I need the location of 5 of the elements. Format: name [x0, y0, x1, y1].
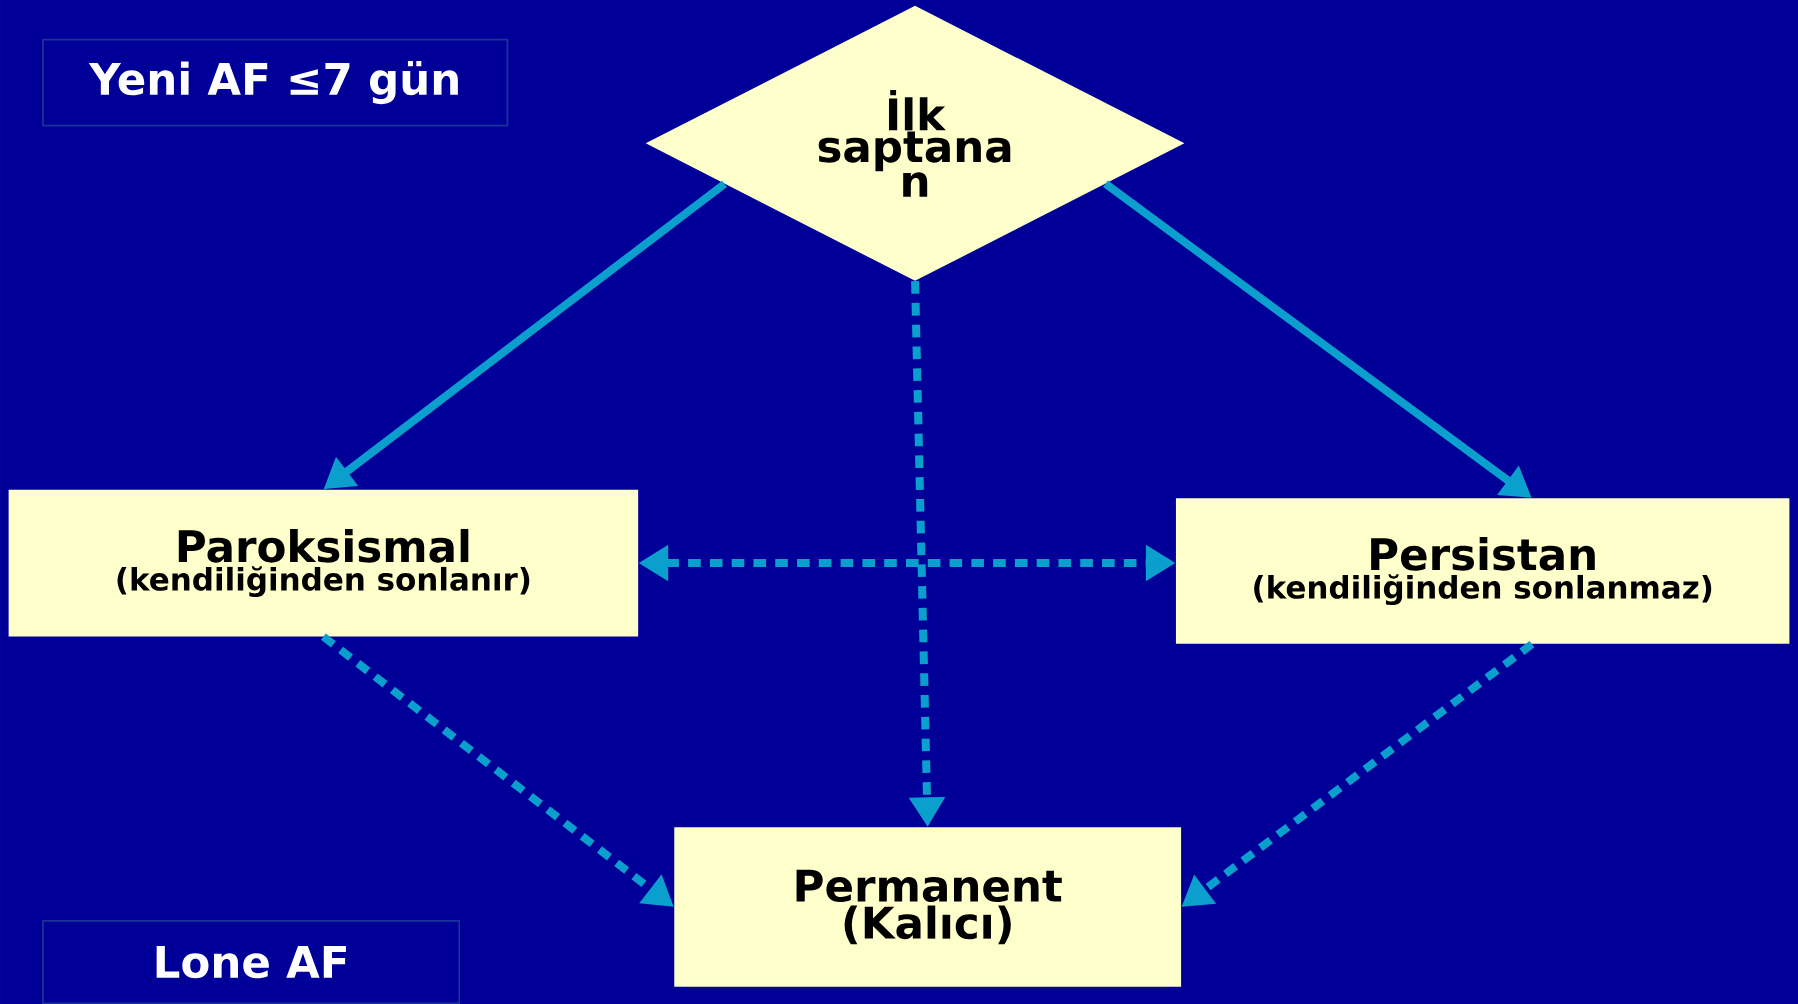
label-box: Lone AF [42, 919, 461, 1004]
process-box: Paroksismal (kendiliğinden sonlanır) [8, 489, 639, 637]
process-box: Persistan (kendiliğinden sonlanmaz) [1175, 498, 1790, 644]
label-box: Yeni AF ≤7 gün [42, 38, 509, 127]
process-box: Permanent (Kalıcı) [674, 827, 1182, 987]
